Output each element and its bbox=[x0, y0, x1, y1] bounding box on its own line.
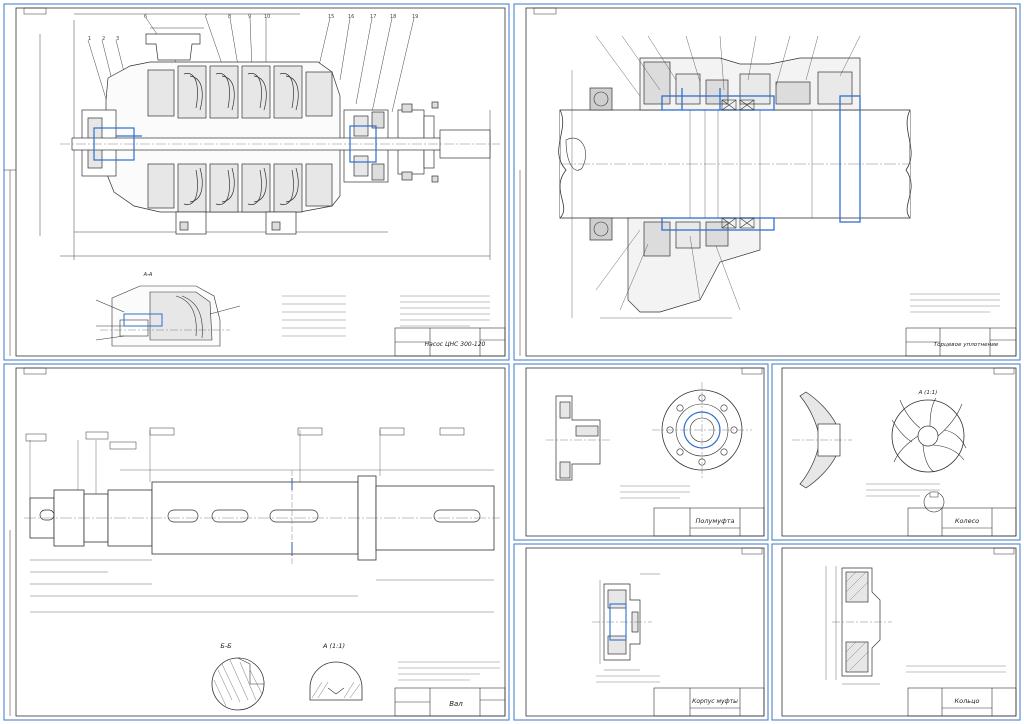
svg-text:16: 16 bbox=[348, 14, 354, 20]
title-seal: Торцевое уплотнение bbox=[934, 342, 999, 348]
sheet-pump-assembly: 1 2 3 6 7 8 9 10 15 16 17 18 19 bbox=[3, 3, 510, 361]
sheet-mechanical-seal: Торцевое уплотнение bbox=[513, 3, 1021, 361]
svg-text:10: 10 bbox=[264, 14, 270, 20]
svg-text:7: 7 bbox=[204, 14, 207, 20]
svg-text:19: 19 bbox=[412, 14, 418, 20]
sheet-half-coupling: Полумуфта bbox=[513, 363, 769, 541]
sheet-shaft: Б-Б А (1:1) Вал bbox=[3, 363, 510, 721]
detail-label-wheel: А (1:1) bbox=[918, 390, 938, 396]
svg-text:15: 15 bbox=[328, 14, 334, 20]
svg-text:8: 8 bbox=[228, 14, 231, 20]
title-ring: Кольцо bbox=[955, 697, 980, 705]
section-label-pump: А-А bbox=[143, 272, 153, 278]
svg-text:2: 2 bbox=[102, 36, 105, 42]
svg-text:17: 17 bbox=[370, 14, 376, 20]
title-wheel: Колесо bbox=[955, 517, 979, 525]
title-pump: Насос ЦНС 300-120 bbox=[425, 341, 486, 348]
section-label-b-b: Б-Б bbox=[220, 642, 232, 650]
sheet-ring: Кольцо bbox=[771, 543, 1021, 721]
title-coupling: Полумуфта bbox=[696, 517, 735, 525]
title-shaft: Вал bbox=[449, 700, 463, 708]
sheet-coupling-housing: Корпус муфты bbox=[513, 543, 769, 721]
svg-text:9: 9 bbox=[248, 14, 251, 20]
svg-text:1: 1 bbox=[88, 36, 91, 42]
svg-text:18: 18 bbox=[390, 14, 396, 20]
title-housing: Корпус муфты bbox=[692, 698, 738, 705]
detail-label-shaft: А (1:1) bbox=[322, 642, 345, 650]
svg-text:6: 6 bbox=[144, 14, 147, 20]
sheet-impeller: А (1:1) Колесо bbox=[771, 363, 1021, 541]
svg-text:3: 3 bbox=[116, 36, 119, 42]
